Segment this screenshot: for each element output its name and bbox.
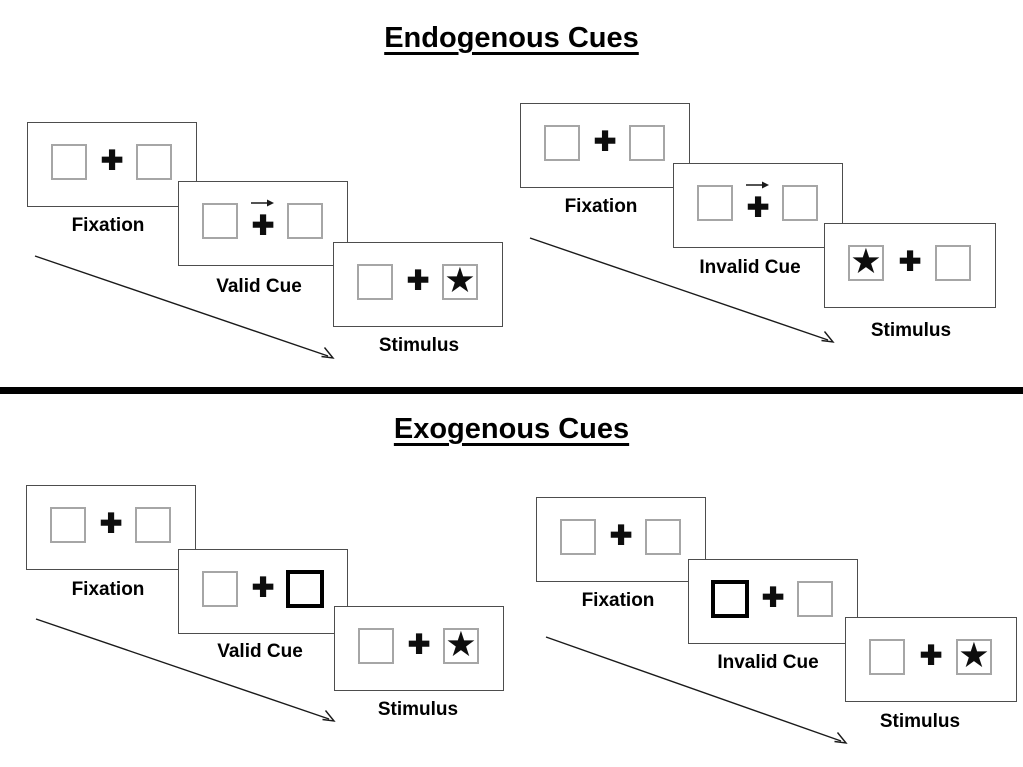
- fixation-card: ✚: [27, 122, 197, 207]
- cue-card: ✚: [688, 559, 858, 644]
- fixation-cross-icon: ✚: [251, 572, 275, 603]
- left-box: [202, 571, 238, 607]
- right-box: [797, 581, 833, 617]
- fixation-card: ✚: [536, 497, 706, 582]
- cue-card: ✚: [673, 163, 843, 248]
- cue-label: Invalid Cue: [699, 257, 801, 278]
- right-box: [135, 507, 171, 543]
- cue-label: Invalid Cue: [717, 652, 819, 673]
- right-box: ★: [442, 261, 478, 300]
- stimulus-label: Stimulus: [870, 320, 952, 341]
- sequence-arrow: [34, 255, 335, 359]
- star-icon: ★: [444, 261, 476, 300]
- sequence-arrow: [545, 636, 848, 744]
- fixation-cross-icon: ✚: [593, 126, 617, 157]
- star-icon: ★: [958, 636, 990, 675]
- fixation-cross-icon: ✚: [251, 210, 275, 241]
- left-box: ★: [848, 242, 884, 281]
- bold-cue-box: [711, 580, 749, 618]
- right-box: [645, 519, 681, 555]
- sequence-arrow: [35, 618, 336, 722]
- stimulus-card: ★ ✚: [824, 223, 996, 308]
- right-box: ★: [956, 636, 992, 675]
- fixation-label: Fixation: [581, 590, 655, 611]
- sequence-arrow: [529, 237, 835, 343]
- exogenous-section-title: Exogenous Cues: [393, 413, 630, 445]
- fixation-cross-icon: ✚: [746, 192, 770, 223]
- right-box: [935, 245, 971, 281]
- left-box: [544, 125, 580, 161]
- stimulus-card: ✚ ★: [334, 606, 504, 691]
- star-icon: ★: [445, 625, 477, 664]
- stimulus-card: ✚ ★: [333, 242, 503, 327]
- bold-cue-box: [286, 570, 324, 608]
- fixation-label: Fixation: [564, 196, 638, 217]
- section-divider: [0, 387, 1023, 394]
- cue-arrow-right-icon: [746, 181, 769, 189]
- cue-label: Valid Cue: [217, 641, 303, 662]
- fixation-cross-icon: ✚: [407, 629, 431, 660]
- right-box: [287, 203, 323, 239]
- stimulus-label: Stimulus: [377, 699, 459, 720]
- fixation-cross-icon: ✚: [406, 265, 430, 296]
- left-box: [869, 639, 905, 675]
- left-box: [357, 264, 393, 300]
- cue-arrow-right-icon: [251, 199, 274, 207]
- stimulus-label: Stimulus: [879, 711, 961, 732]
- star-icon: ★: [850, 242, 882, 281]
- right-box: [136, 144, 172, 180]
- fixation-cross-icon: ✚: [100, 145, 124, 176]
- left-box: [697, 185, 733, 221]
- fixation-cross-icon: ✚: [898, 246, 922, 277]
- left-box: [358, 628, 394, 664]
- left-box: [202, 203, 238, 239]
- fixation-cross-icon: ✚: [609, 520, 633, 551]
- fixation-card: ✚: [520, 103, 690, 188]
- endogenous-section-title: Endogenous Cues: [384, 22, 639, 54]
- left-box: [560, 519, 596, 555]
- stimulus-label: Stimulus: [378, 335, 460, 356]
- fixation-card: ✚: [26, 485, 196, 570]
- fixation-cross-icon: ✚: [761, 582, 785, 613]
- cue-card: ✚: [178, 549, 348, 634]
- right-box: [629, 125, 665, 161]
- fixation-cross-icon: ✚: [919, 640, 943, 671]
- cue-card: ✚: [178, 181, 348, 266]
- left-box: [51, 144, 87, 180]
- right-box: ★: [443, 625, 479, 664]
- right-box: [782, 185, 818, 221]
- stimulus-card: ✚ ★: [845, 617, 1017, 702]
- fixation-label: Fixation: [71, 579, 145, 600]
- cue-label: Valid Cue: [216, 276, 302, 297]
- fixation-label: Fixation: [71, 215, 145, 236]
- fixation-cross-icon: ✚: [99, 508, 123, 539]
- left-box: [50, 507, 86, 543]
